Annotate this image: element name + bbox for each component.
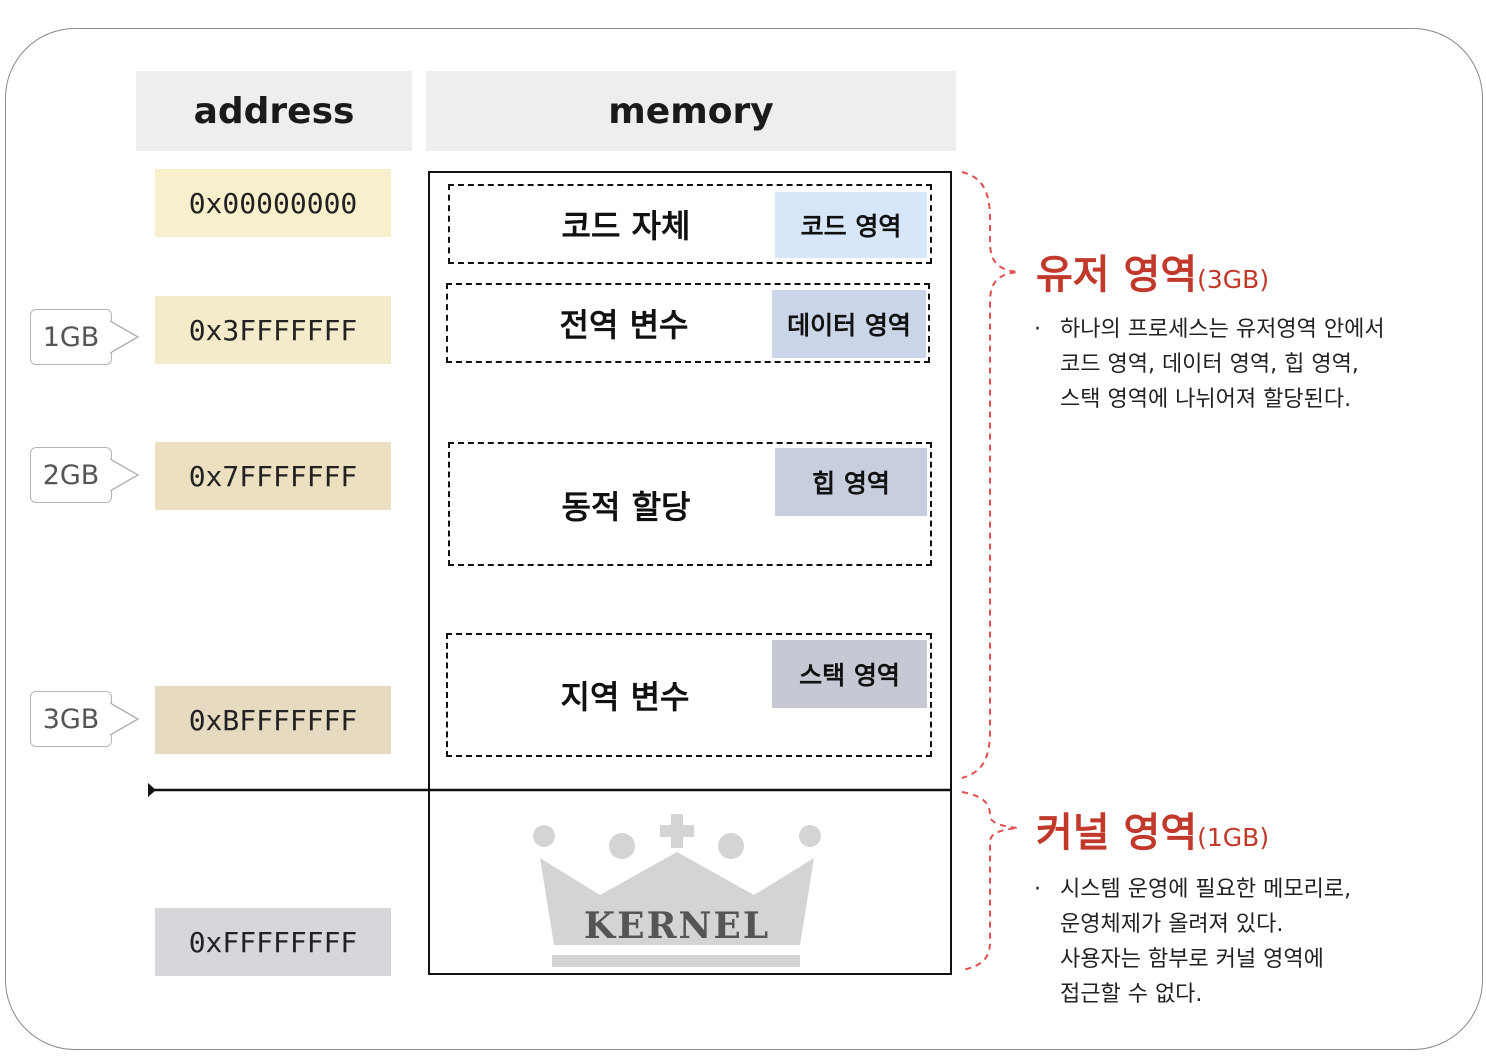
address-cell: 0x00000000	[155, 169, 391, 237]
desc-line: 시스템 운영에 필요한 메모리로,	[1060, 877, 1352, 902]
kernel-logo-text: KERNEL	[584, 905, 770, 947]
address-header: address	[136, 71, 412, 151]
desc-line: 접근할 수 없다.	[1060, 982, 1203, 1007]
user-area-description: ·하나의 프로세스는 유저영역 안에서 코드 영역, 데이터 영역, 힙 영역,…	[1034, 317, 1385, 412]
stack-segment	[446, 633, 932, 757]
kernel-area-brace	[961, 791, 1019, 971]
heap-area-tag: 힙 영역	[775, 448, 927, 516]
desc-line: 사용자는 함부로 커널 영역에	[1060, 947, 1324, 972]
kernel-area-size: (1GB)	[1197, 823, 1270, 852]
address-cell: 0x7FFFFFFF	[155, 442, 391, 510]
gb-marker-3gb: 3GB	[30, 691, 112, 747]
code-segment-label: 코드 자체	[561, 207, 691, 245]
desc-line: 하나의 프로세스는 유저영역 안에서	[1060, 317, 1385, 342]
pointer-arrow-icon	[110, 702, 140, 736]
desc-line: 운영체제가 올려져 있다.	[1060, 912, 1284, 937]
heap-segment-label: 동적 할당	[561, 488, 691, 526]
pointer-arrow-icon	[110, 458, 140, 492]
data-area-tag: 데이터 영역	[772, 290, 926, 358]
code-segment	[448, 184, 932, 264]
stack-area-tag: 스택 영역	[772, 640, 927, 708]
user-area-size: (3GB)	[1197, 265, 1270, 294]
desc-line: 스택 영역에 나뉘어져 할당된다.	[1060, 387, 1352, 412]
kernel-crown-icon	[533, 814, 821, 967]
kernel-area-description: ·시스템 운영에 필요한 메모리로, 운영체제가 올려져 있다. 사용자는 함부…	[1034, 877, 1352, 1007]
memory-block	[428, 171, 952, 975]
address-cell: 0x3FFFFFFF	[155, 296, 391, 364]
stack-segment-label: 지역 변수	[560, 678, 690, 716]
gb-marker-1gb: 1GB	[30, 309, 112, 365]
desc-line: 코드 영역, 데이터 영역, 힙 영역,	[1060, 352, 1359, 377]
boundary-arrow-icon	[148, 783, 156, 797]
kernel-area-title: 커널 영역(1GB)	[1036, 800, 1269, 858]
heap-segment	[448, 442, 932, 566]
user-area-brace	[961, 171, 1019, 779]
pointer-arrow-icon	[110, 320, 140, 354]
address-cell: 0xFFFFFFFF	[155, 908, 391, 976]
data-segment-label: 전역 변수	[559, 306, 689, 344]
gb-marker-2gb: 2GB	[30, 447, 112, 503]
kernel-area-title-text: 커널 영역	[1036, 810, 1198, 856]
user-area-title-text: 유저 영역	[1036, 252, 1198, 298]
code-area-tag: 코드 영역	[775, 192, 927, 258]
data-segment	[446, 283, 930, 363]
memory-header: memory	[426, 71, 956, 151]
user-area-title: 유저 영역(3GB)	[1036, 242, 1269, 300]
address-cell: 0xBFFFFFFF	[155, 686, 391, 754]
